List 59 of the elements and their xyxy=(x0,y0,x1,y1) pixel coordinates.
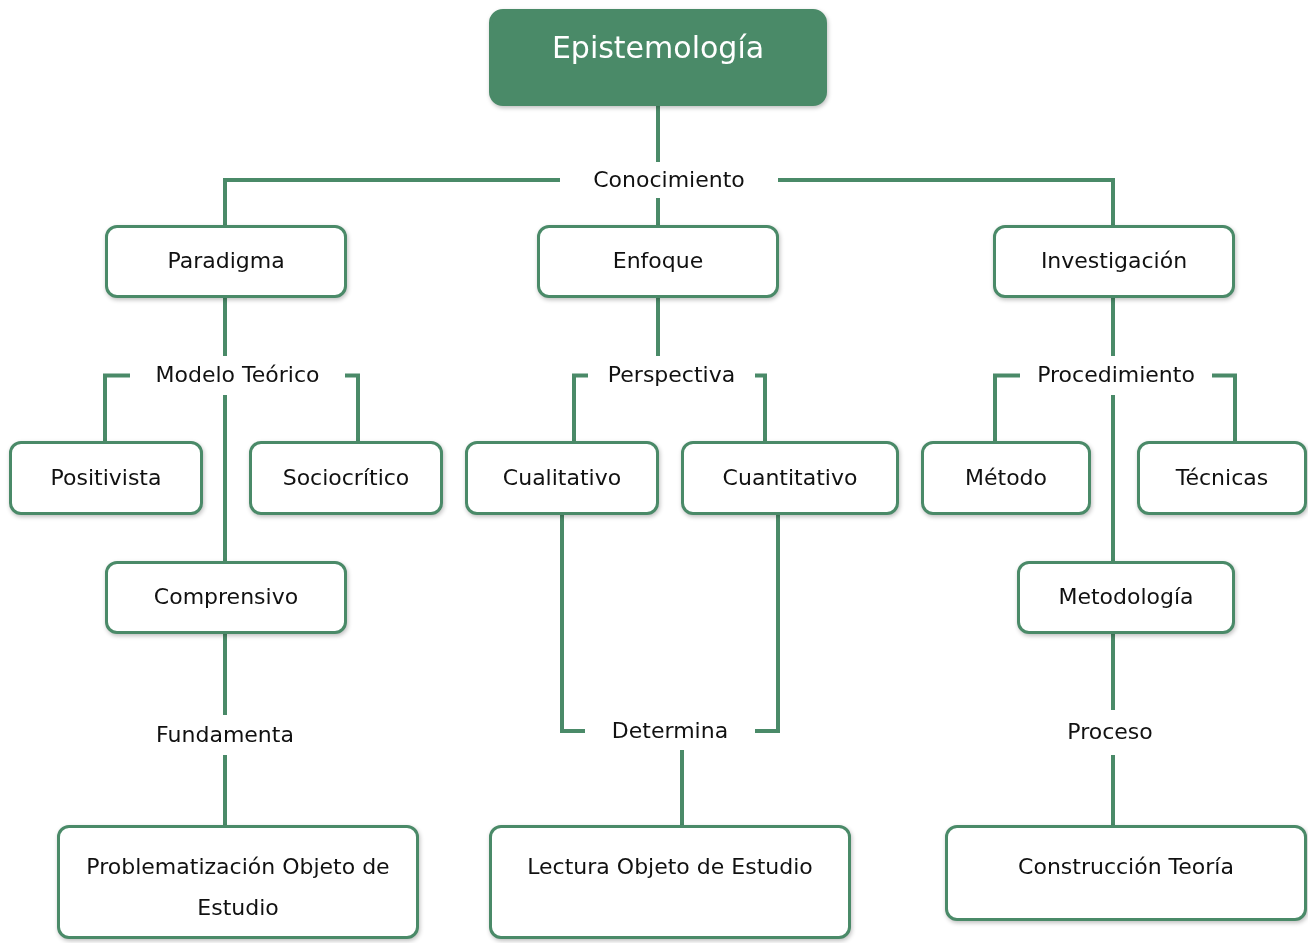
title-box xyxy=(489,9,827,106)
connector-line xyxy=(1111,395,1115,561)
connector-line xyxy=(103,373,130,441)
connector-line xyxy=(1212,373,1237,441)
concept-box xyxy=(945,825,1307,921)
concept-text: Determina xyxy=(585,712,755,750)
concept-box xyxy=(1017,561,1235,634)
concept-text: Proceso xyxy=(1050,710,1170,755)
concept-box xyxy=(249,441,443,515)
connector-line xyxy=(778,178,1115,225)
concept-text: Cuantitativo xyxy=(722,464,858,492)
connector-line xyxy=(656,106,660,162)
concept-box xyxy=(489,825,851,939)
concept-box xyxy=(9,441,203,515)
concept-box xyxy=(681,441,899,515)
concept-text: Investigación xyxy=(1040,248,1188,275)
connector-line xyxy=(345,373,360,441)
concept-text: Cualitativo xyxy=(502,464,622,492)
connector-line xyxy=(223,298,227,356)
concept-box xyxy=(105,561,347,634)
concept-box xyxy=(921,441,1091,515)
concept-text: Sociocrítico xyxy=(282,464,410,492)
concept-text: Técnicas xyxy=(1175,464,1269,492)
concept-text: Epistemología xyxy=(551,30,765,66)
concept-box xyxy=(465,441,659,515)
concept-text: Positivista xyxy=(50,464,162,492)
concept-box xyxy=(537,225,779,298)
concept-box xyxy=(105,225,347,298)
connector-line xyxy=(223,178,560,225)
connector-line xyxy=(993,373,1020,441)
connector-line xyxy=(656,298,660,356)
connector-line xyxy=(1111,755,1115,825)
concept-text: Lectura Objeto de Estudio xyxy=(527,853,813,881)
concept-text: Modelo Teórico xyxy=(130,356,345,395)
concept-box xyxy=(57,825,419,939)
concept-text: Procedimiento xyxy=(1020,356,1212,395)
concept-text: Perspectiva xyxy=(588,356,755,395)
connector-line xyxy=(572,373,588,441)
connector-line xyxy=(1111,634,1115,710)
concept-text: Método xyxy=(965,464,1047,492)
concept-text: Fundamenta xyxy=(140,715,310,755)
connector-line xyxy=(656,198,660,225)
concept-text: Conocimiento xyxy=(560,162,778,198)
connector-line xyxy=(680,750,684,825)
concept-box xyxy=(1137,441,1307,515)
concept-text: Paradigma xyxy=(167,248,285,275)
connector-line xyxy=(755,515,780,733)
concept-box xyxy=(993,225,1235,298)
connector-line xyxy=(755,373,767,441)
connector-line xyxy=(560,515,585,733)
concept-text: Enfoque xyxy=(612,248,704,275)
connector-line xyxy=(1111,298,1115,356)
connector-line xyxy=(223,395,227,561)
connector-line xyxy=(223,634,227,715)
connector-line xyxy=(223,755,227,825)
concept-text: Comprensivo xyxy=(153,584,299,611)
concept-text: Construcción Teoría xyxy=(1018,853,1234,881)
concept-text: Metodología xyxy=(1058,584,1194,611)
concept-text: Problematización Objeto de Estudio xyxy=(85,853,391,922)
